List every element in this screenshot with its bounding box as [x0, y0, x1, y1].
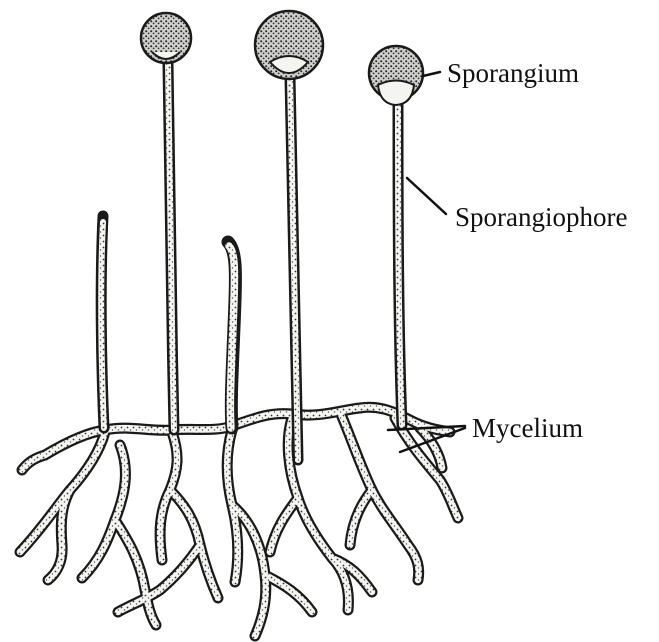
sporangium-label: Sporangium	[447, 60, 579, 87]
mycelium-label: Mycelium	[472, 415, 583, 442]
young-sporangiophore-middle	[228, 242, 235, 428]
sporangium-pointer	[423, 72, 440, 76]
sporangiophore-label: Sporangiophore	[455, 204, 627, 231]
sporangium-2	[255, 11, 323, 79]
sporangiophore-pointer	[407, 178, 446, 214]
mycelium	[20, 407, 458, 636]
sporangium-3	[369, 46, 423, 105]
young-sporangiophore-left	[101, 216, 104, 428]
sporangiophore-2	[290, 78, 298, 460]
sporangiophore-3	[398, 100, 402, 425]
sporangium-1	[141, 13, 191, 63]
sporangiophore-1	[168, 64, 174, 430]
